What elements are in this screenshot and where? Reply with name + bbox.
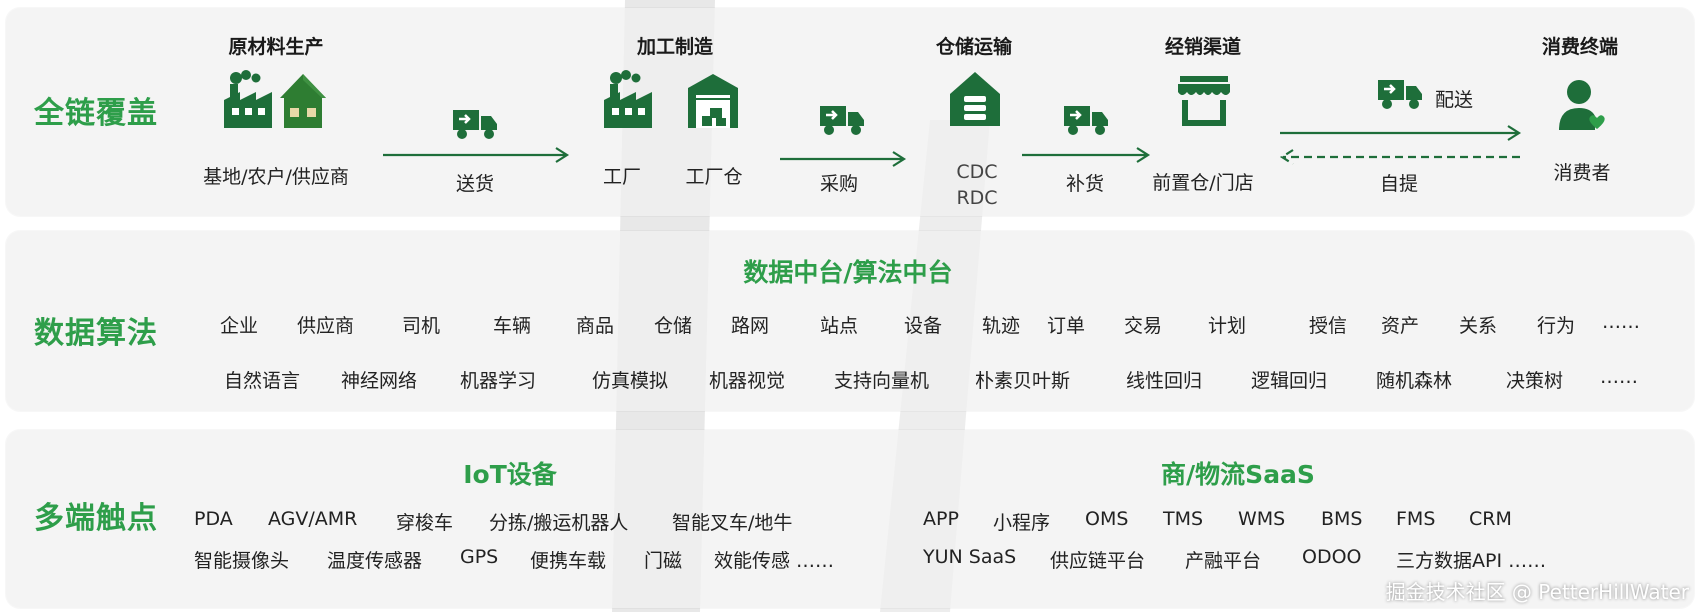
stage-label-factory-warehouse: 工厂仓 <box>685 166 743 188</box>
algo-item: 机器视觉 <box>709 370 786 392</box>
iot-item: 智能摄像头 <box>194 550 290 572</box>
data-item: 轨迹 <box>982 315 1021 337</box>
store-icon <box>1178 76 1230 126</box>
saas-item: APP <box>923 508 959 530</box>
stage-title-manufacture: 加工制造 <box>636 36 714 58</box>
data-item: 计划 <box>1208 315 1247 337</box>
data-panel <box>6 231 1694 411</box>
iot-item: GPS <box>460 546 499 568</box>
data-item: 车辆 <box>493 315 532 337</box>
stage-title-consumer: 消费终端 <box>1541 36 1619 58</box>
data-item: 行为 <box>1537 315 1576 337</box>
algo-item: 逻辑回归 <box>1251 370 1328 392</box>
algo-item: …… <box>1600 366 1638 388</box>
touch-title: 多端触点 <box>34 501 158 536</box>
algo-item: 仿真模拟 <box>592 370 669 392</box>
factory-icon <box>604 70 652 128</box>
link-label-purchase: 采购 <box>819 173 859 195</box>
stage-label-rdc: RDC <box>956 187 998 209</box>
data-heading: 数据中台/算法中台 <box>743 258 953 287</box>
storage-icon <box>950 72 1000 126</box>
iot-item: 分拣/搬运机器人 <box>489 512 629 534</box>
algo-item: 决策树 <box>1506 370 1564 392</box>
data-title: 数据算法 <box>34 316 158 351</box>
algo-item: 机器学习 <box>460 370 537 392</box>
link-label-delivery: 配送 <box>1434 89 1474 111</box>
saas-item: TMS <box>1163 508 1204 530</box>
coverage-title: 全链覆盖 <box>34 96 158 131</box>
data-item: 仓储 <box>654 315 693 337</box>
saas-heading: 商/物流SaaS <box>1161 460 1315 489</box>
touch-panel <box>6 430 1694 608</box>
iot-item: 门磁 <box>644 550 683 572</box>
iot-item: 效能传感 …… <box>714 550 835 572</box>
stage-label-cdc: CDC <box>956 161 998 183</box>
data-item: 订单 <box>1047 315 1086 337</box>
farm-house-icon <box>280 74 326 128</box>
algo-item: 朴素贝叶斯 <box>975 370 1071 392</box>
iot-item: PDA <box>194 508 233 530</box>
data-item: 交易 <box>1124 315 1163 337</box>
saas-item: 三方数据API …… <box>1396 550 1547 572</box>
iot-item: 温度传感器 <box>327 550 423 572</box>
stage-label-factory: 工厂 <box>602 166 642 188</box>
saas-item: 产融平台 <box>1185 550 1262 572</box>
algo-item: 支持向量机 <box>834 370 930 392</box>
stage-label-raw: 基地/农户/供应商 <box>203 166 349 188</box>
data-item: 供应商 <box>297 315 355 337</box>
stage-label-consumer: 消费者 <box>1553 162 1611 184</box>
saas-item: OMS <box>1085 508 1129 530</box>
stage-title-channel: 经销渠道 <box>1164 36 1242 58</box>
stage-title-storage: 仓储运输 <box>935 36 1013 58</box>
link-label-deliver: 送货 <box>455 173 495 195</box>
algo-item: 神经网络 <box>341 370 418 392</box>
data-item: 企业 <box>220 315 259 337</box>
data-item: …… <box>1602 311 1640 333</box>
data-item: 设备 <box>904 315 943 337</box>
truck-icon <box>1064 106 1108 135</box>
truck-icon <box>453 110 497 139</box>
saas-item: FMS <box>1396 508 1436 530</box>
iot-item: 智能叉车/地牛 <box>672 512 793 534</box>
source-credit: 掘金技术社区 @ PetterHillWater <box>1385 580 1689 604</box>
iot-item: 便携车载 <box>530 550 607 572</box>
factory-icon <box>224 70 272 128</box>
data-item: 资产 <box>1381 315 1420 337</box>
saas-item: CRM <box>1469 508 1512 530</box>
warehouse-icon <box>688 74 738 128</box>
saas-item: BMS <box>1321 508 1363 530</box>
iot-heading: IoT设备 <box>463 460 557 489</box>
data-item: 授信 <box>1309 315 1348 337</box>
truck-icon <box>1378 80 1422 109</box>
saas-item: 供应链平台 <box>1050 550 1146 572</box>
saas-item: YUN SaaS <box>923 546 1017 568</box>
stage-label-channel: 前置仓/门店 <box>1152 172 1254 194</box>
link-label-replenish: 补货 <box>1065 173 1105 195</box>
consumer-icon <box>1559 80 1605 130</box>
saas-item: WMS <box>1238 508 1286 530</box>
data-item: 关系 <box>1459 315 1498 337</box>
algo-item: 线性回归 <box>1126 370 1203 392</box>
data-item: 站点 <box>820 315 859 337</box>
saas-item: 小程序 <box>993 512 1051 534</box>
algo-item: 随机森林 <box>1376 370 1453 392</box>
link-label-pickup: 自提 <box>1379 173 1419 195</box>
iot-item: AGV/AMR <box>268 508 358 530</box>
stage-label-storage: CDC RDC <box>956 159 997 211</box>
data-item: 商品 <box>576 315 615 337</box>
iot-item: 穿梭车 <box>396 512 454 534</box>
truck-icon <box>820 106 864 135</box>
algo-item: 自然语言 <box>224 370 301 392</box>
data-item: 路网 <box>731 315 770 337</box>
saas-item: ODOO <box>1302 546 1362 568</box>
stage-title-raw: 原材料生产 <box>228 36 324 58</box>
data-item: 司机 <box>402 315 441 337</box>
